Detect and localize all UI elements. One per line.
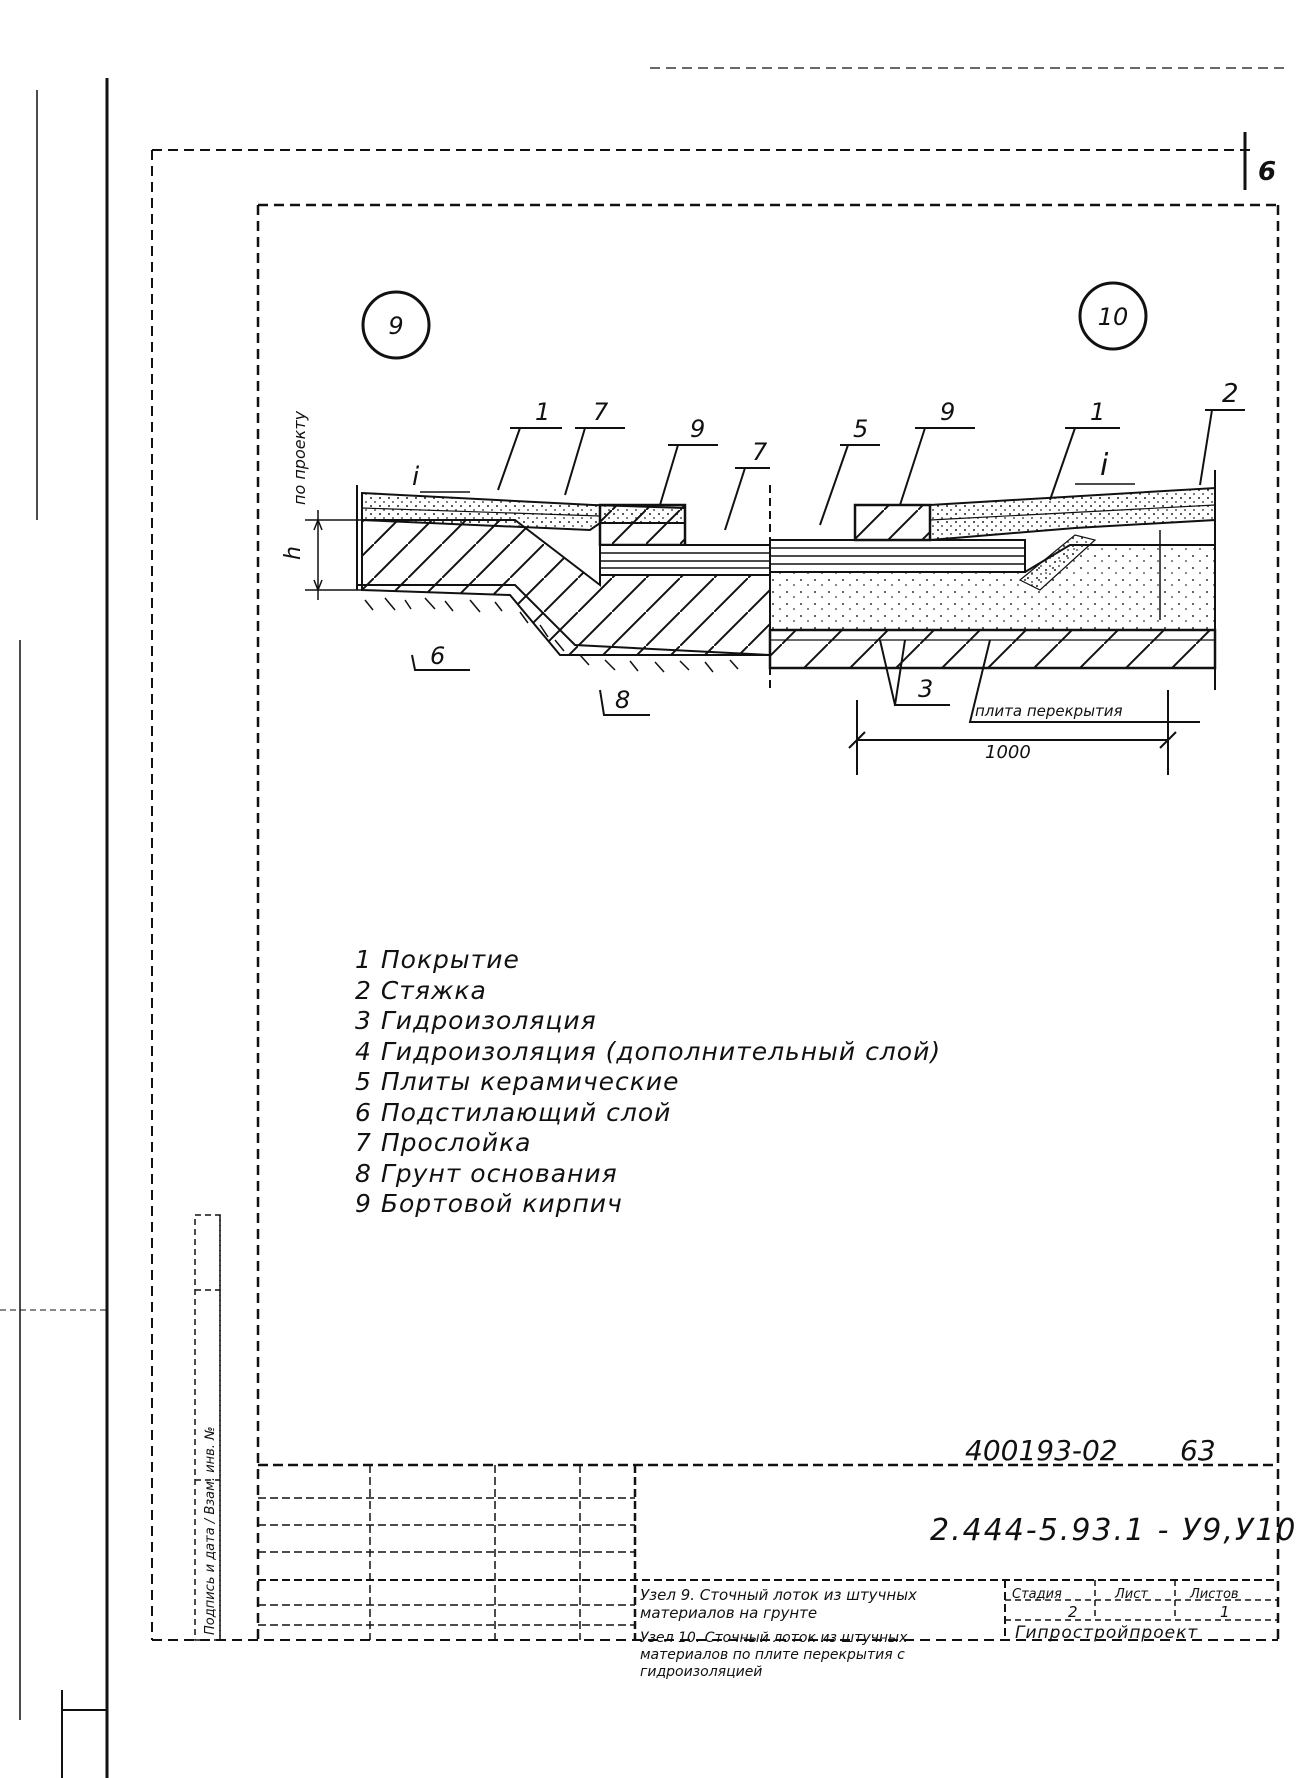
sheet-frame [151, 67, 1285, 1641]
legend-item: 3 Гидроизоляция [355, 1006, 597, 1035]
additional-waterproofing [1018, 534, 1097, 591]
legend: 1 Покрытие 2 Стяжка 3 Гидроизоляция 4 Ги… [355, 945, 941, 1220]
title-node-9: Узел 9. Сточный лоток из штучных материа… [640, 1586, 917, 1622]
border-brick-left [598, 503, 687, 547]
legend-item: 2 Стяжка [355, 975, 487, 1005]
document-code: 2.444-5.93.1 - У9,У10 [930, 1513, 1297, 1548]
svg-text:10: 10 [1098, 303, 1129, 331]
archive-number: 400193-02 [965, 1434, 1118, 1467]
col-sheets: Листов [1189, 1587, 1239, 1602]
node-marker-9: 9 [361, 290, 431, 360]
col-stage: Стадия [1012, 1587, 1062, 1602]
callout-leaders [411, 409, 1245, 723]
title-block [194, 1214, 1278, 1641]
callout-6: 6 [430, 642, 445, 670]
border-brick-right [853, 503, 932, 542]
floor-slab [768, 628, 1217, 670]
callout-2: 2 [1222, 379, 1239, 409]
legend-item: 7 Прослойка [355, 1128, 532, 1157]
side-stamp: Подпись и дата / Взам. инв. № [203, 1426, 218, 1635]
subgrade-line [356, 584, 771, 656]
legend-item: 4 Гидроизоляция (дополнительный слой) [355, 1036, 942, 1066]
archive-page: 63 [1180, 1434, 1216, 1467]
callout-1-right: 1 [1090, 398, 1105, 426]
col-sheet: Лист [1114, 1587, 1148, 1602]
dimension-1000: 1000 [985, 742, 1031, 763]
height-note: по проекту [290, 410, 309, 505]
binding-lines [0, 78, 109, 1778]
callout-7-left: 7 [593, 398, 609, 426]
height-label: h [281, 546, 306, 560]
legend-item: 1 Покрытие [355, 945, 520, 974]
legend-item: 9 Бортовой кирпич [355, 1189, 623, 1218]
sheets-value: 1 [1220, 1603, 1230, 1621]
node-marker-10: 10 [1078, 281, 1148, 351]
channel-tiles-left [599, 544, 771, 576]
callout-1-left: 1 [535, 398, 550, 426]
soil-hatching [364, 597, 739, 673]
organization: Гипростройпроект [1015, 1623, 1198, 1643]
sheet-number: 6 [1258, 157, 1276, 187]
callout-9-left: 9 [690, 415, 705, 443]
callout-8: 8 [615, 686, 630, 714]
callout-7-center: 7 [752, 438, 768, 466]
callout-numbers: 1 7 9 7 5 9 1 2 6 8 3 плита перекрытия [430, 379, 1239, 720]
section-drawing: h по проекту i i 1000 [281, 410, 1217, 775]
callout-9-right: 9 [940, 398, 955, 426]
legend-item: 6 Подстилающий слой [355, 1097, 672, 1127]
callout-3: 3 [918, 675, 933, 703]
slope-label-right: i [1100, 448, 1109, 483]
legend-item: 5 Плиты керамические [355, 1067, 680, 1096]
callout-5: 5 [853, 415, 868, 443]
coating-right [929, 486, 1216, 542]
legend-item: 8 Грунт основания [355, 1158, 618, 1188]
slope-label-left: i [412, 462, 420, 492]
sheet-value: 2 [1068, 1603, 1078, 1621]
title-node-10: Узел 10. Сточный лоток из штучных матери… [640, 1630, 908, 1680]
svg-text:9: 9 [388, 312, 403, 340]
slab-label: плита перекрытия [975, 702, 1123, 720]
